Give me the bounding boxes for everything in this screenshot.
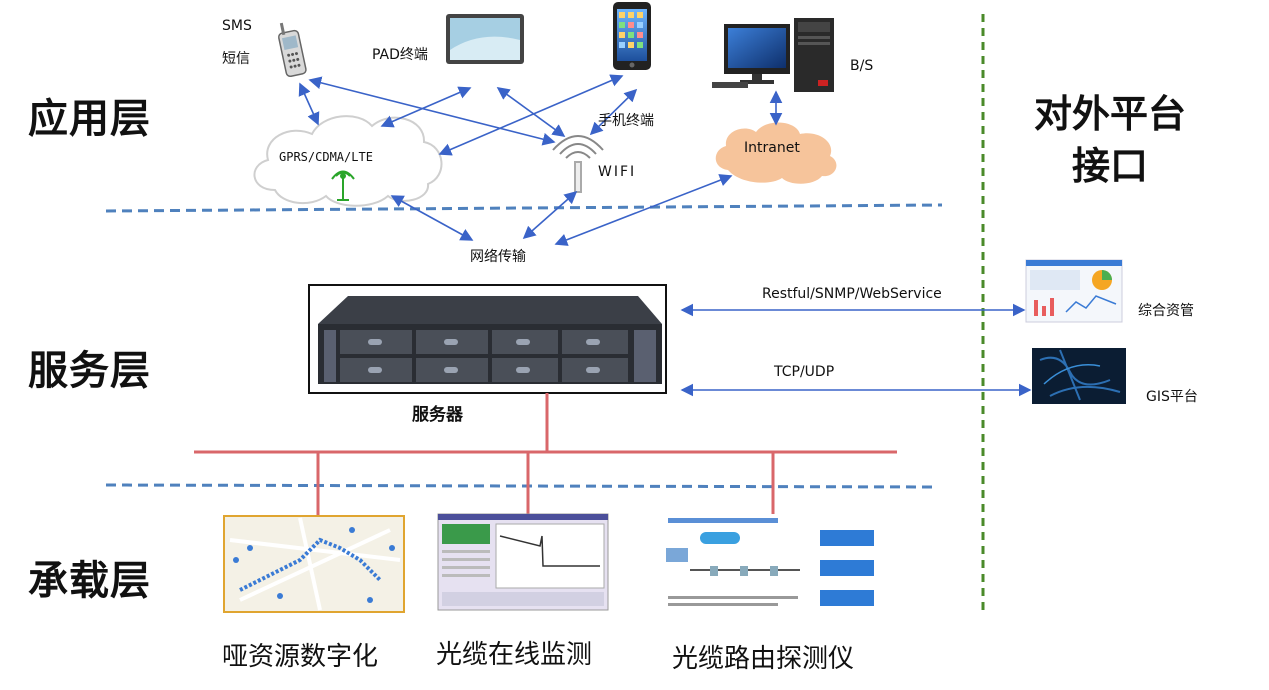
integrated-resource-thumbnail <box>1025 259 1123 323</box>
smartphone-icon <box>613 2 651 70</box>
carrier-item-route-detector: 光缆路由探测仪 <box>672 644 855 674</box>
wifi-label: WIFI <box>598 164 637 180</box>
intranet-cloud <box>715 122 837 184</box>
network-transport-label: 网络传输 <box>470 249 526 265</box>
server-label: 服务器 <box>412 405 463 425</box>
protocol-tcp-label: TCP/UDP <box>774 364 835 380</box>
gis-map-thumbnail <box>1032 348 1126 404</box>
separator-service-carrier <box>105 483 933 489</box>
carrier-item-dumb-resource: 哑资源数字化 <box>222 642 379 672</box>
pad-icon <box>446 14 524 64</box>
fiber-monitoring-thumbnail <box>437 513 609 611</box>
external-platform-title: 对外平台 接口 <box>1010 88 1210 192</box>
external-platform-title-line1: 对外平台 <box>1033 92 1186 136</box>
gprs-cloud-label: GPRS/CDMA/LTE <box>279 150 373 164</box>
sms-label-cn: 短信 <box>222 51 250 67</box>
phone-terminal-label: 手机终端 <box>598 113 654 129</box>
bs-label: B/S <box>850 58 874 74</box>
integrated-resource-label: 综合资管 <box>1138 303 1194 319</box>
fiber-route-detector-thumbnail <box>662 514 878 614</box>
gis-platform-label: GIS平台 <box>1146 389 1198 405</box>
carrier-bus <box>194 393 897 516</box>
dumb-resource-map-thumbnail <box>223 515 405 613</box>
pad-label: PAD终端 <box>372 47 428 63</box>
layer-label-carrier: 承载层 <box>28 558 151 604</box>
layer-label-service: 服务层 <box>28 348 151 394</box>
antenna-icon <box>331 170 355 201</box>
intranet-label: Intranet <box>744 140 800 156</box>
protocol-arrows <box>680 303 1032 397</box>
wifi-icon <box>552 135 604 193</box>
sms-label: SMS <box>222 18 252 34</box>
external-platform-title-line2: 接口 <box>1071 144 1148 188</box>
protocol-restful-label: Restful/SNMP/WebService <box>762 286 942 302</box>
layer-label-app: 应用层 <box>28 96 151 142</box>
server-icon <box>318 296 662 384</box>
sms-phone-icon <box>277 22 307 78</box>
app-layer-arrows <box>298 74 783 246</box>
desktop-computer-icon <box>712 18 834 92</box>
carrier-item-fiber-monitoring: 光缆在线监测 <box>436 640 593 670</box>
separator-app-service <box>105 203 943 213</box>
